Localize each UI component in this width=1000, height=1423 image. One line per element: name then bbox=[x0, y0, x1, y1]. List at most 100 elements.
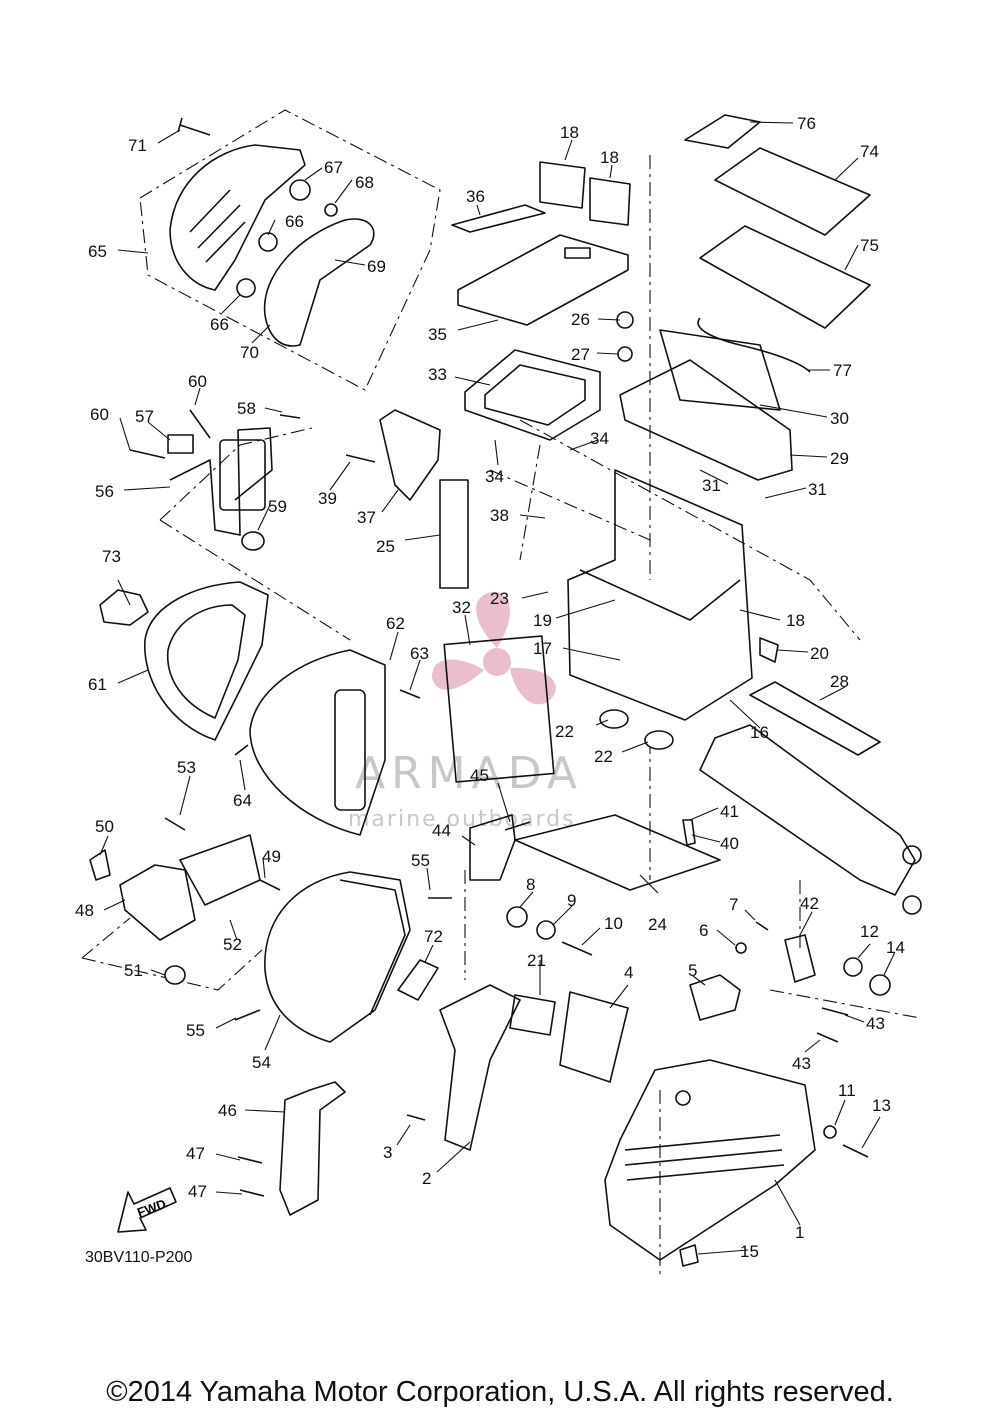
sheet-30 bbox=[659, 329, 781, 411]
callout-58: 58 bbox=[237, 399, 256, 418]
collar-12 bbox=[843, 957, 863, 977]
guard-2 bbox=[439, 984, 521, 1151]
callout-11: 11 bbox=[838, 1081, 856, 1100]
callout-37: 37 bbox=[357, 508, 376, 527]
watermark-brand: ARMADA bbox=[355, 748, 583, 799]
battery-cover-35 bbox=[457, 234, 629, 326]
callout-63: 63 bbox=[410, 644, 429, 663]
callout-15: 15 bbox=[740, 1242, 759, 1261]
callout-44: 44 bbox=[432, 821, 451, 840]
side-cover-slots bbox=[189, 189, 246, 263]
callout-67: 67 bbox=[324, 158, 343, 177]
callout-55b: 55 bbox=[186, 1021, 205, 1040]
bolt-47a bbox=[237, 1156, 263, 1164]
strap-36 bbox=[451, 204, 546, 233]
cover-1 bbox=[604, 1059, 816, 1261]
bolt-7 bbox=[755, 921, 769, 931]
washer-27 bbox=[617, 346, 633, 362]
cable-77 bbox=[697, 317, 811, 373]
group-box-bracket bbox=[159, 427, 351, 641]
callout-31b: 31 bbox=[808, 480, 827, 499]
callout-9: 9 bbox=[567, 891, 576, 910]
group-box-left-lower bbox=[81, 917, 263, 991]
callout-13: 13 bbox=[872, 1096, 891, 1115]
clip-20 bbox=[759, 637, 779, 663]
callout-43b: 43 bbox=[792, 1054, 811, 1073]
cover-54-edge bbox=[339, 879, 406, 1016]
bolt-45 bbox=[504, 821, 531, 831]
callout-31a: 31 bbox=[702, 476, 721, 495]
callout-20: 20 bbox=[810, 644, 829, 663]
callout-53: 53 bbox=[177, 758, 196, 777]
callout-64: 64 bbox=[233, 791, 252, 810]
screw-68 bbox=[324, 203, 338, 217]
bracket-37 bbox=[379, 409, 441, 501]
callout-40: 40 bbox=[720, 834, 739, 853]
bracket-46 bbox=[279, 1081, 346, 1216]
leader-right-cover bbox=[659, 880, 921, 1275]
bolt-10 bbox=[561, 941, 593, 956]
damper-22b bbox=[644, 730, 674, 750]
callout-16: 16 bbox=[750, 723, 769, 742]
callout-43a: 43 bbox=[866, 1014, 885, 1033]
screw-63 bbox=[399, 689, 421, 699]
callout-12: 12 bbox=[860, 922, 879, 941]
callout-60b: 60 bbox=[90, 405, 109, 424]
plate-28 bbox=[749, 681, 881, 756]
bolt-43b bbox=[816, 1032, 839, 1043]
callout-39: 39 bbox=[318, 489, 337, 508]
callout-57: 57 bbox=[135, 407, 154, 426]
cover-1-hole bbox=[675, 1090, 691, 1106]
callout-labels: 1 2 3 4 5 6 7 8 9 10 11 12 13 14 15 16 1… bbox=[75, 114, 905, 1261]
callout-7: 7 bbox=[729, 895, 738, 914]
callout-45: 45 bbox=[470, 766, 489, 785]
grommet-67 bbox=[289, 179, 311, 201]
bolt-60a bbox=[129, 449, 166, 459]
bolt-55b bbox=[234, 1009, 261, 1021]
callout-4: 4 bbox=[624, 963, 633, 982]
damper-25 bbox=[439, 479, 469, 589]
callout-33: 33 bbox=[428, 365, 447, 384]
callout-27: 27 bbox=[571, 345, 590, 364]
collar-9 bbox=[536, 920, 556, 940]
grommet-59 bbox=[241, 531, 265, 551]
callout-36: 36 bbox=[466, 187, 485, 206]
callout-26: 26 bbox=[571, 310, 590, 329]
callout-50: 50 bbox=[95, 817, 114, 836]
callout-22a: 22 bbox=[555, 722, 574, 741]
callout-54: 54 bbox=[252, 1053, 271, 1072]
bracket-44 bbox=[469, 814, 516, 881]
grommet-66b bbox=[236, 278, 256, 298]
watermark-tagline: marine outboards bbox=[348, 807, 576, 832]
callout-32: 32 bbox=[452, 598, 471, 617]
bracket-48 bbox=[119, 864, 196, 941]
callout-19: 19 bbox=[533, 611, 552, 630]
bolt-43a bbox=[821, 1007, 849, 1016]
callout-3: 3 bbox=[383, 1143, 392, 1162]
callout-48: 48 bbox=[75, 901, 94, 920]
washer-6 bbox=[735, 942, 747, 954]
copyright-notice: ©2014 Yamaha Motor Corporation, U.S.A. A… bbox=[106, 1376, 894, 1408]
battery-box-16-top bbox=[579, 569, 741, 621]
callout-65: 65 bbox=[88, 242, 107, 261]
callout-49: 49 bbox=[262, 847, 281, 866]
callout-1: 1 bbox=[795, 1223, 804, 1242]
frame-hole bbox=[902, 845, 922, 865]
bolt-71 bbox=[177, 117, 211, 136]
sheet-24 bbox=[514, 814, 721, 891]
callout-41: 41 bbox=[720, 802, 739, 821]
tray-33-inner bbox=[484, 364, 586, 426]
bracket-52 bbox=[179, 834, 261, 906]
bolt-13 bbox=[842, 1144, 869, 1158]
callout-22b: 22 bbox=[594, 747, 613, 766]
emblem-69 bbox=[263, 218, 375, 347]
callout-6: 6 bbox=[699, 921, 708, 940]
callout-35: 35 bbox=[428, 325, 447, 344]
callout-14: 14 bbox=[886, 938, 905, 957]
bolt-39 bbox=[345, 454, 376, 463]
leader-battery-box bbox=[489, 155, 861, 641]
cover-61 bbox=[144, 581, 269, 741]
callout-42: 42 bbox=[800, 894, 819, 913]
bracket-42 bbox=[784, 934, 816, 983]
bolt-60b bbox=[189, 409, 211, 439]
